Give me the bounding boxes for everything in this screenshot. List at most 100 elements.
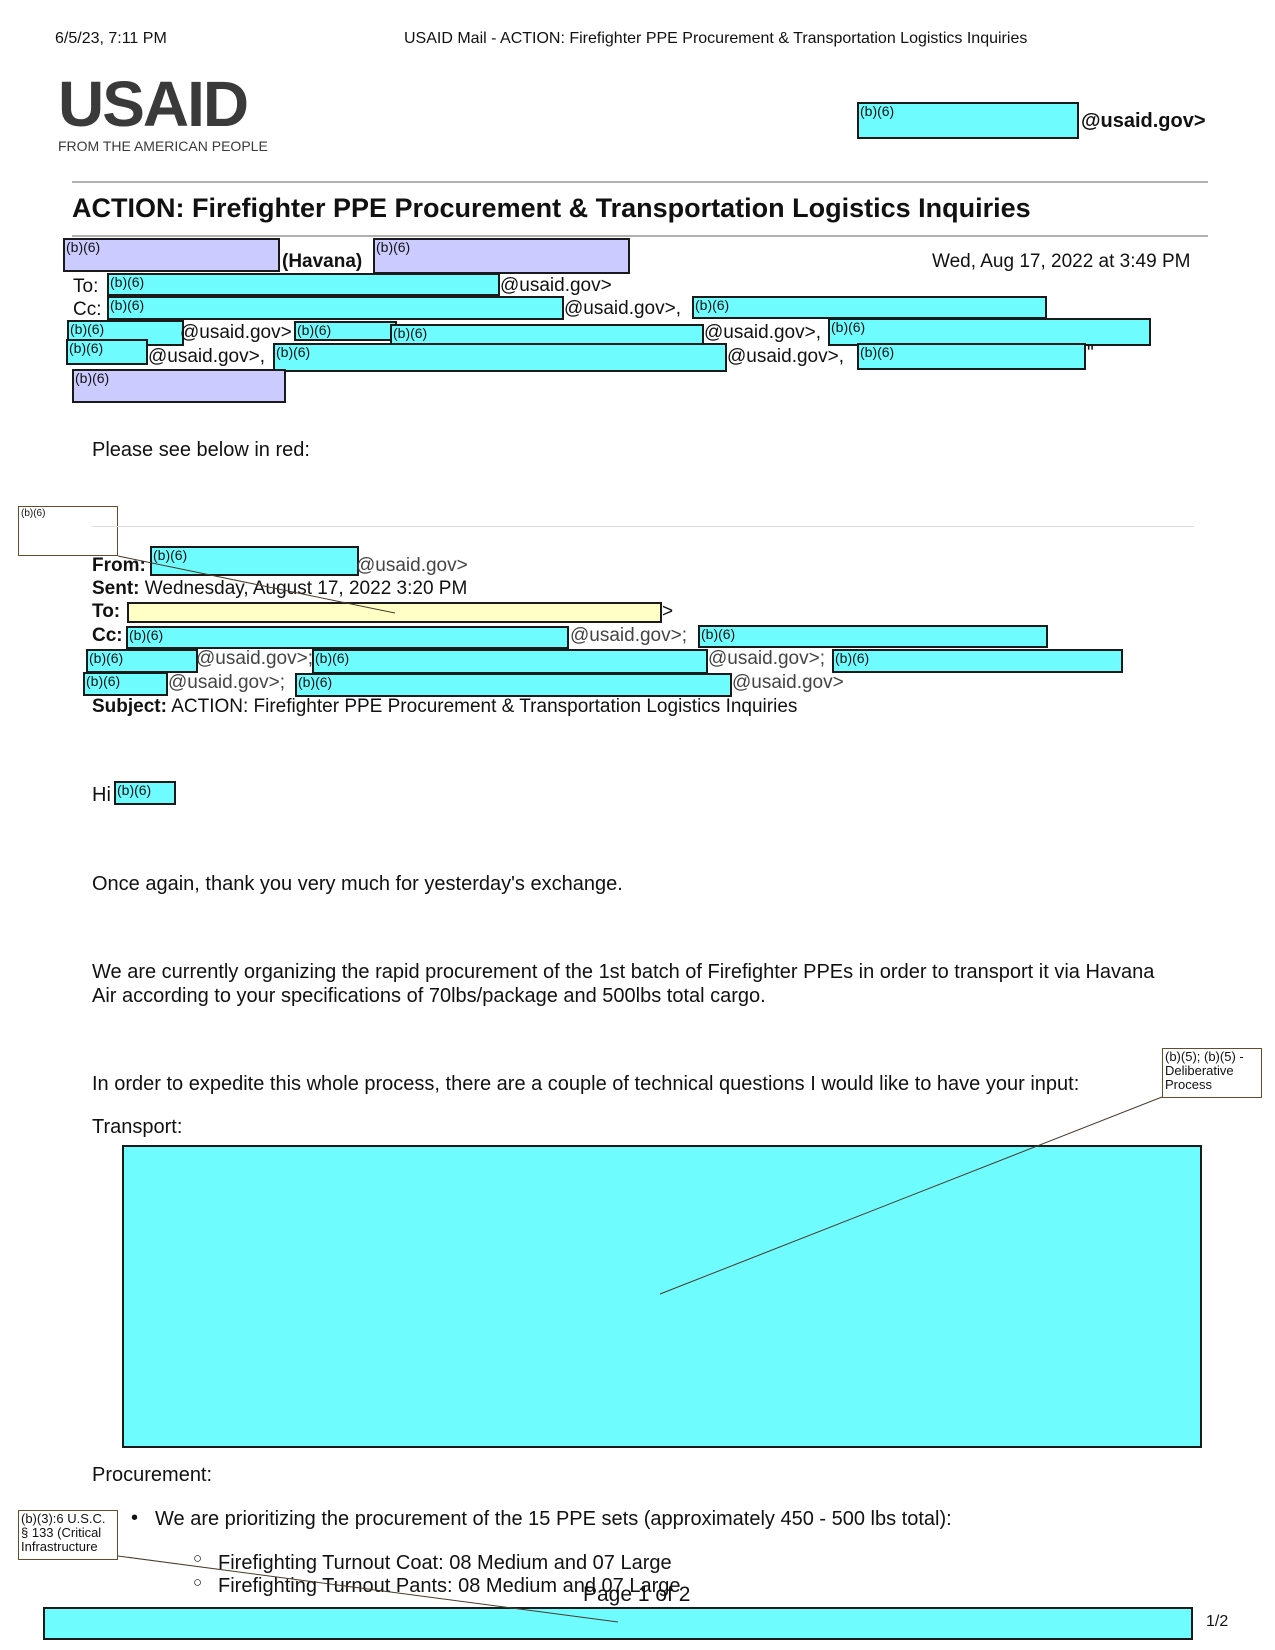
cc-redaction: (b)(6) bbox=[828, 318, 1151, 346]
redaction-code: (b)(6) bbox=[70, 321, 105, 337]
redaction-code: (b)(6) bbox=[69, 340, 104, 356]
print-datetime: 6/5/23, 7:11 PM bbox=[55, 30, 167, 47]
redaction-code: (b)(6) bbox=[695, 297, 730, 313]
from-redaction: (b)(6) bbox=[150, 546, 359, 576]
cc-redaction: (b)(6) bbox=[312, 649, 708, 674]
redaction-code: (b)(6) bbox=[831, 319, 866, 335]
cc-redaction: (b)(6) bbox=[692, 296, 1047, 319]
quoted-subject-value: ACTION: Firefighter PPE Procurement & Tr… bbox=[171, 696, 798, 717]
sender-email-redaction: (b)(6) bbox=[373, 238, 630, 274]
annotation-critical-infrastructure: (b)(3):6 U.S.C. § 133 (Critical Infrastr… bbox=[18, 1510, 118, 1560]
paragraph-procurement-line2: Air according to your specifications of … bbox=[92, 985, 766, 1007]
to-suffix: @usaid.gov> bbox=[500, 275, 612, 296]
footer-redaction bbox=[43, 1607, 1193, 1640]
recipient-redaction: (b)(6) bbox=[72, 369, 286, 403]
bullet-dot: • bbox=[131, 1507, 139, 1529]
logo-tagline: FROM THE AMERICAN PEOPLE bbox=[58, 138, 268, 154]
sent-value: Wednesday, August 17, 2022 3:20 PM bbox=[144, 578, 468, 599]
divider bbox=[72, 181, 1208, 183]
paragraph-thanks: Once again, thank you very much for yest… bbox=[92, 873, 623, 895]
from-suffix: @usaid.gov> bbox=[356, 555, 468, 576]
greeting: Hi bbox=[92, 784, 111, 806]
cc-suffix: @usaid.gov>, bbox=[704, 322, 821, 343]
sub-bullet-text: Firefighting Turnout Coat: 08 Medium and… bbox=[218, 1552, 672, 1574]
cc-redaction: (b)(6) bbox=[83, 672, 168, 696]
cc-redaction: (b)(6) bbox=[126, 626, 569, 649]
cc-redaction: (b)(6) bbox=[698, 625, 1048, 648]
cc-redaction: (b)(6) bbox=[295, 673, 732, 697]
redaction-code: (b)(6) bbox=[376, 239, 411, 255]
cc-redaction: (b)(6) bbox=[832, 649, 1123, 673]
intro-text: Please see below in red: bbox=[92, 439, 310, 461]
usaid-logo: USAID FROM THE AMERICAN PEOPLE bbox=[58, 72, 268, 154]
email-date: Wed, Aug 17, 2022 at 3:49 PM bbox=[932, 251, 1191, 272]
page-label: Page 1 of 2 bbox=[583, 1583, 691, 1606]
to-end: > bbox=[662, 601, 674, 622]
redaction-code: (b)(6) bbox=[153, 547, 188, 563]
sender-suffix: (Havana) bbox=[282, 251, 363, 272]
sent-label: Sent: bbox=[92, 578, 140, 599]
cc-suffix: @usaid.gov> bbox=[732, 672, 844, 693]
redaction-code: (b)(6) bbox=[129, 627, 164, 643]
redaction-code: (b)(6) bbox=[701, 626, 736, 642]
divider bbox=[72, 235, 1208, 237]
cc-suffix: @usaid.gov>; bbox=[196, 648, 313, 669]
to-redaction: (b)(6) bbox=[107, 273, 500, 296]
redaction-code: (b)(6) bbox=[393, 325, 428, 341]
redaction-code: (b)(6) bbox=[86, 673, 121, 689]
annotation-b6: (b)(6) bbox=[18, 506, 118, 556]
quote-divider bbox=[92, 526, 1194, 527]
redaction-code: (b)(6) bbox=[835, 650, 870, 666]
cc-redaction: (b)(6) bbox=[857, 343, 1086, 370]
cc-redaction: (b)(6) bbox=[86, 649, 198, 673]
cc-suffix: @usaid.gov>, bbox=[727, 346, 844, 367]
redaction-code: (b)(6) bbox=[110, 297, 145, 313]
redaction-code: (b)(6) bbox=[297, 322, 332, 338]
quoted-subject-label: Subject: bbox=[92, 696, 167, 717]
cc-suffix: @usaid.gov>; bbox=[708, 648, 825, 669]
sender-redaction: (b)(6) bbox=[63, 238, 280, 272]
cc-suffix: @usaid.gov>, bbox=[148, 346, 265, 367]
redaction-code: (b)(6) bbox=[89, 650, 124, 666]
greeting-redaction: (b)(6) bbox=[114, 781, 176, 805]
cc-suffix: @usaid.gov>; bbox=[168, 672, 285, 693]
account-redaction: (b)(6) bbox=[857, 102, 1079, 139]
quoted-to-label: To: bbox=[92, 601, 121, 622]
cc-redaction: (b)(6) bbox=[273, 343, 727, 372]
paragraph-questions: In order to expedite this whole process,… bbox=[92, 1073, 1080, 1095]
redaction-code: (b)(6) bbox=[66, 239, 101, 255]
cc-redaction: (b)(6) bbox=[107, 296, 564, 320]
redaction-code: (b)(6) bbox=[110, 274, 145, 290]
quoted-from-label: From: bbox=[92, 555, 146, 576]
procurement-heading: Procurement: bbox=[92, 1464, 213, 1486]
cc-suffix: @usaid.gov>; bbox=[570, 625, 687, 646]
to-label: To: bbox=[73, 276, 99, 297]
cc-label: Cc: bbox=[73, 299, 102, 320]
cc-redaction: (b)(6) bbox=[294, 321, 397, 341]
redaction-code: (b)(6) bbox=[276, 344, 311, 360]
bullet-text: We are prioritizing the procurement of t… bbox=[155, 1508, 952, 1530]
email-subject: ACTION: Firefighter PPE Procurement & Tr… bbox=[72, 193, 1031, 223]
transport-heading: Transport: bbox=[92, 1116, 183, 1138]
print-title: USAID Mail - ACTION: Firefighter PPE Pro… bbox=[404, 30, 1028, 47]
redaction-code: (b)(6) bbox=[75, 370, 110, 386]
paragraph-procurement-line1: We are currently organizing the rapid pr… bbox=[92, 961, 1155, 983]
redaction-code: (b)(6) bbox=[860, 344, 895, 360]
annotation-deliberative: (b)(5); (b)(5) - Deliberative Process bbox=[1162, 1048, 1262, 1098]
account-email-suffix: @usaid.gov> bbox=[1081, 110, 1206, 132]
cc-suffix: @usaid.gov>, bbox=[564, 298, 681, 319]
sub-bullet-circle: ○ bbox=[193, 1574, 203, 1591]
redaction-code: (b)(6) bbox=[315, 650, 350, 666]
to-redaction-yellow bbox=[127, 602, 662, 623]
logo-wordmark: USAID bbox=[58, 68, 249, 140]
transport-redaction bbox=[122, 1145, 1202, 1448]
cc-suffix: @usaid.gov> bbox=[180, 322, 292, 343]
redaction-code: (b)(6) bbox=[298, 674, 333, 690]
cc-quote: " bbox=[1087, 343, 1094, 364]
page-count: 1/2 bbox=[1206, 1613, 1229, 1630]
sub-bullet-circle: ○ bbox=[193, 1550, 203, 1567]
redaction-code: (b)(6) bbox=[860, 103, 895, 119]
cc-redaction: (b)(6) bbox=[66, 339, 148, 365]
redaction-code: (b)(6) bbox=[117, 782, 152, 798]
quoted-cc-label: Cc: bbox=[92, 625, 123, 646]
